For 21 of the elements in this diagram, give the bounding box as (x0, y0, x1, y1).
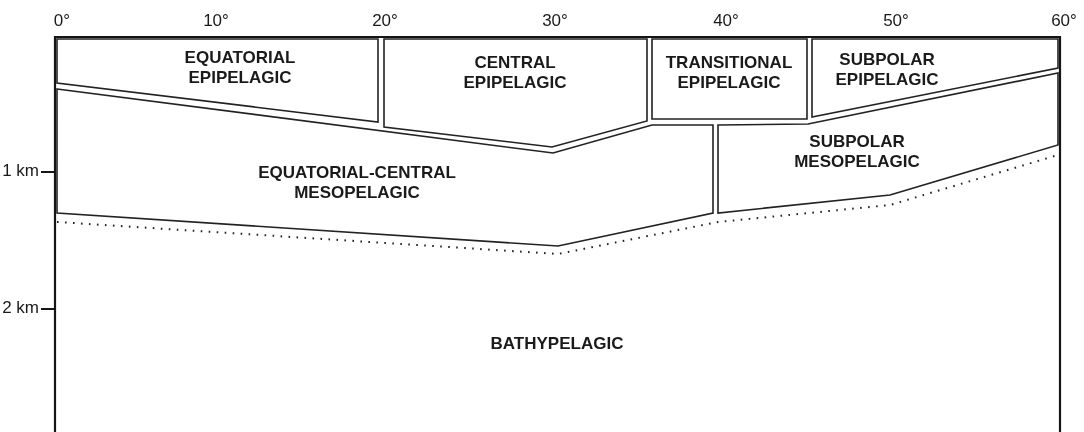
latitude-label: 20° (372, 11, 398, 31)
ocean-zone (57, 39, 378, 122)
ocean-zone (812, 39, 1058, 117)
latitude-label: 0° (53, 11, 71, 31)
latitude-label: 60° (1051, 11, 1077, 31)
ocean-zone (384, 39, 647, 147)
latitude-label: 40° (713, 11, 739, 31)
zone-label: EQUATORIAL-CENTRAL MESOPELAGIC (258, 163, 456, 202)
latitude-label: 10° (203, 11, 229, 31)
zone-label: SUBPOLAR EPIPELAGIC (835, 50, 939, 89)
zone-label: TRANSITIONAL EPIPELAGIC (665, 53, 793, 92)
depth-label: 1 km (2, 161, 39, 181)
zone-label: EQUATORIAL EPIPELAGIC (184, 48, 296, 87)
zone-label: BATHYPELAGIC (490, 334, 624, 353)
ocean-zone (57, 89, 713, 246)
depth-label: 2 km (2, 298, 39, 318)
latitude-label: 50° (883, 11, 909, 31)
zone-label: SUBPOLAR MESOPELAGIC (794, 132, 920, 171)
zone-label: CENTRAL EPIPELAGIC (463, 53, 567, 92)
latitude-label: 30° (542, 11, 568, 31)
ocean-zone (652, 39, 807, 119)
